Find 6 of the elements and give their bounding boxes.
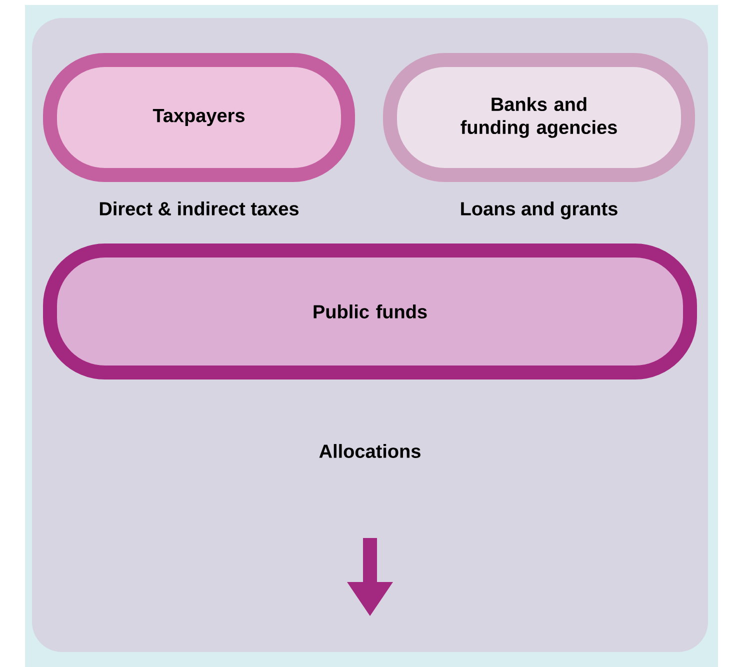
pill-box: Banks and funding agencies [383,53,695,182]
flow-label: Allocations [319,444,420,458]
pill-box: Taxpayers [43,53,355,182]
node-caption: Loans and grants [461,202,618,220]
node-caption: Direct & indirect taxes [100,202,298,216]
pill-box: Public funds [43,244,697,380]
